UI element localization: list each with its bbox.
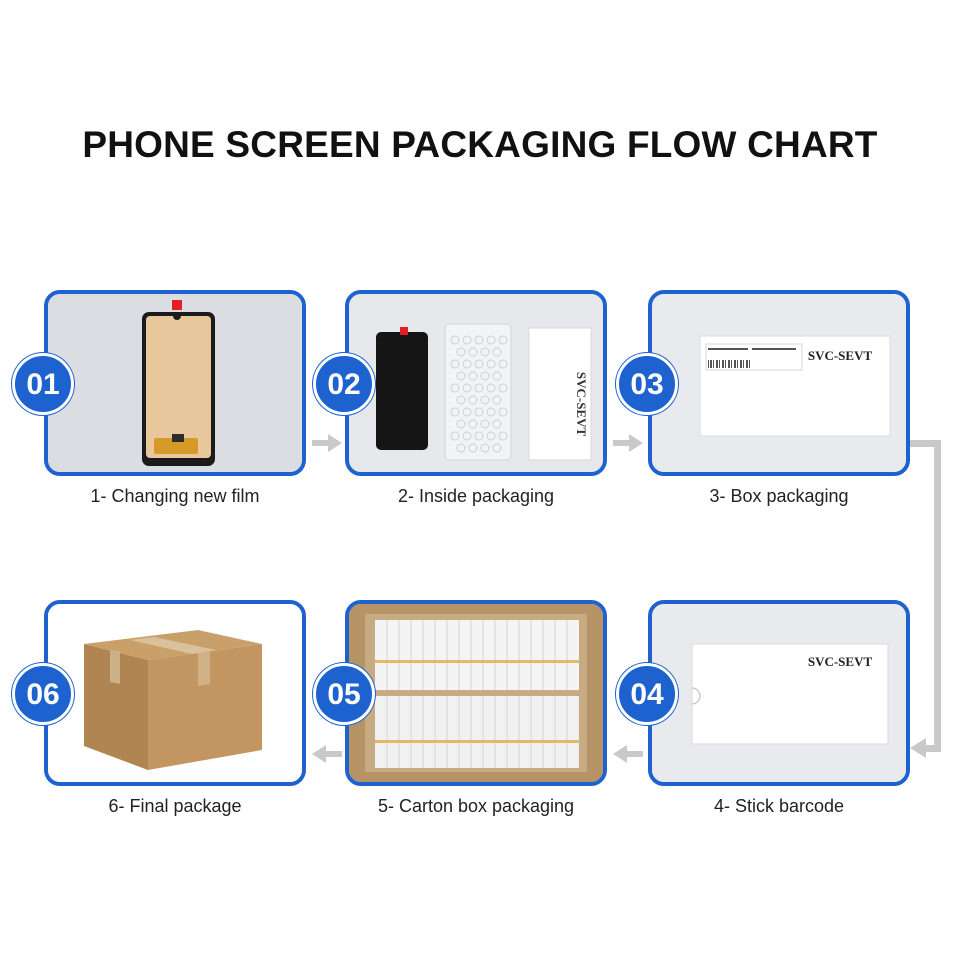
step-1-badge: 01 xyxy=(12,353,74,415)
step-4-badge: 04 xyxy=(616,663,678,725)
left-arrow-icon xyxy=(312,745,342,763)
right-arrow-icon xyxy=(613,434,643,452)
down-arrow-icon xyxy=(910,436,950,766)
box-label-step-4: SVC-SEVT xyxy=(808,654,873,669)
step-1-caption: 1- Changing new film xyxy=(44,486,306,507)
step-6-caption: 6- Final package xyxy=(44,796,306,817)
inner-box-label: SVC-SEVT xyxy=(574,372,589,437)
step-5-caption: 5- Carton box packaging xyxy=(345,796,607,817)
step-3-caption: 3- Box packaging xyxy=(648,486,910,507)
left-arrow-icon xyxy=(613,745,643,763)
stick-barcode-image: SVC-SEVT xyxy=(652,604,906,782)
step-3-badge: 03 xyxy=(616,353,678,415)
carton-box-image xyxy=(349,604,603,782)
step-3-card: SVC-SEVT xyxy=(648,290,910,476)
step-4-card: SVC-SEVT xyxy=(648,600,910,786)
box-label: SVC-SEVT xyxy=(808,348,873,363)
step-4-caption: 4- Stick barcode xyxy=(648,796,910,817)
step-2-badge: 02 xyxy=(313,353,375,415)
right-arrow-icon xyxy=(312,434,342,452)
step-2-card: SVC-SEVT xyxy=(345,290,607,476)
page-title: PHONE SCREEN PACKAGING FLOW CHART xyxy=(0,124,960,166)
step-6-card xyxy=(44,600,306,786)
step-1-card xyxy=(44,290,306,476)
step-5-badge: 05 xyxy=(313,663,375,725)
step-5-card xyxy=(345,600,607,786)
step-6-badge: 06 xyxy=(12,663,74,725)
box-packaging-image: SVC-SEVT xyxy=(652,294,906,472)
new-film-screen-image xyxy=(48,294,302,472)
final-package-image xyxy=(48,604,302,782)
inside-packaging-image: SVC-SEVT xyxy=(349,294,603,472)
step-2-caption: 2- Inside packaging xyxy=(345,486,607,507)
